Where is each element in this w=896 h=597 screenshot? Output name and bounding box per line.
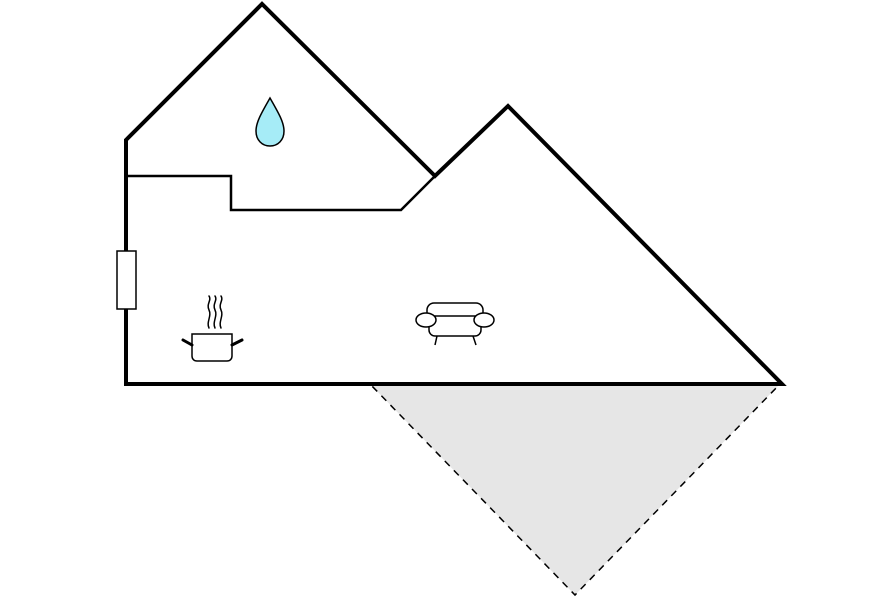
terrace-area <box>368 383 782 597</box>
water-drop-icon <box>255 96 285 147</box>
outer-wall <box>124 1 787 386</box>
inner-wall <box>126 174 436 212</box>
sofa-icon <box>415 302 495 346</box>
cooking-pot-icon <box>181 295 244 362</box>
window <box>116 250 137 310</box>
